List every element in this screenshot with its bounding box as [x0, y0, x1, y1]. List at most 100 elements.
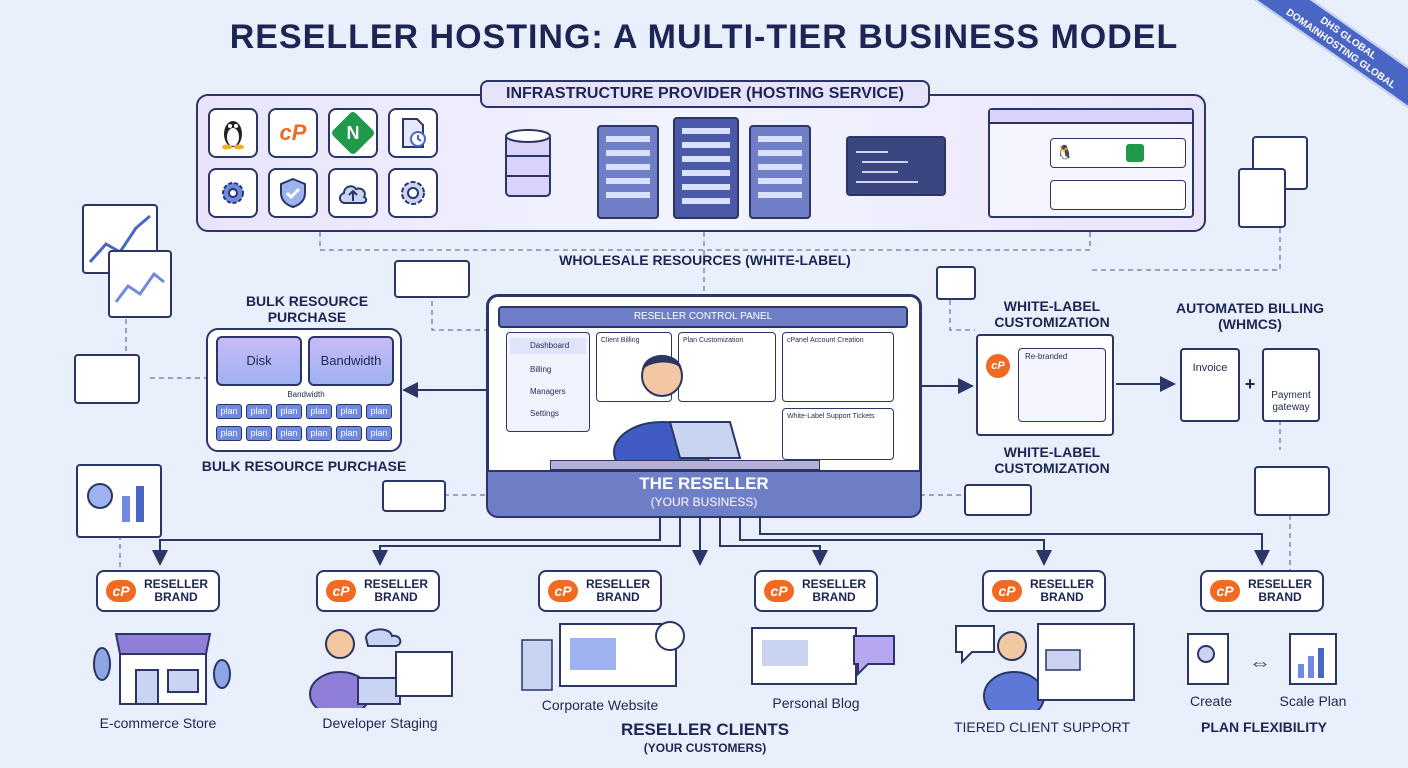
reseller-subtitle: (YOUR BUSINESS) [650, 495, 758, 509]
scale-plan-icon [1289, 633, 1337, 685]
cpanel-logo: cP [326, 580, 356, 602]
linux-small-icon: 🐧 [1056, 144, 1074, 160]
server-rack-icon [597, 117, 811, 219]
customer-corporate: Corporate Website [541, 697, 659, 713]
reseller-brand-card: cP RESELLER BRAND [982, 570, 1106, 612]
cloud-upload-icon [328, 168, 378, 218]
cpanel-logo: cP [992, 580, 1022, 602]
settings-card [1050, 180, 1186, 210]
reseller-avatar [613, 355, 742, 464]
report-window-icon [76, 464, 162, 538]
bulk-footer: BULK RESOURCE PURCHASE [201, 458, 407, 474]
shield-check-icon [268, 168, 318, 218]
customer-developer: Developer Staging [322, 715, 438, 731]
cpanel-logo: cP [106, 580, 136, 602]
nginx-small-icon [1126, 144, 1144, 162]
reseller-brand-card: cP RESELLER BRAND [316, 570, 440, 612]
nginx-icon: N [328, 108, 378, 158]
create-label: Create [1189, 693, 1233, 709]
reseller-brand-card: cP RESELLER BRAND [538, 570, 662, 612]
monitor-icon [74, 354, 140, 404]
card-cpanel-account-creation[interactable]: cPanel Account Creation [782, 332, 894, 402]
disk-block: Disk [216, 336, 302, 386]
desk [550, 460, 820, 470]
storefront-icon [93, 633, 231, 705]
cpanel-icon: cP [268, 108, 318, 158]
cpanel-icon-text: cP [279, 120, 307, 145]
reseller-brand-card: cP RESELLER BRAND [96, 570, 220, 612]
plan-chip: plan [306, 426, 332, 441]
line-chart-widget [382, 480, 446, 512]
brand-text: RESELLER BRAND [1030, 577, 1095, 604]
reseller-banner [488, 470, 920, 516]
nav-dashboard[interactable]: Dashboard [510, 338, 586, 354]
metrics-widget [394, 260, 470, 298]
wholesale-label: WHOLESALE RESOURCES (WHITE-LABEL) [559, 252, 851, 268]
swap-arrows-icon: ⇔ [1249, 650, 1271, 675]
bandwidth-block: Bandwidth [308, 336, 394, 386]
personal-blog-icon [751, 627, 895, 685]
plus-sign: + [1244, 374, 1256, 394]
clients-label: RESELLER CLIENTS [620, 720, 790, 739]
plan-chip: plan [366, 426, 392, 441]
nav-managers[interactable]: Managers [530, 387, 566, 396]
table-widget [1254, 466, 1330, 516]
control-panel-title: RESELLER CONTROL PANEL [498, 306, 908, 328]
plan-chip: plan [216, 426, 242, 441]
whitelabel-window: cP Re-branded [976, 334, 1114, 436]
plan-chip: plan [336, 426, 362, 441]
create-plan-icon [1187, 633, 1229, 685]
trend-widget [964, 484, 1032, 516]
list-widget [936, 266, 976, 300]
nav-settings[interactable]: Settings [530, 409, 559, 418]
customer-blog: Personal Blog [772, 695, 860, 711]
gear-icon [208, 168, 258, 218]
settings-icon [388, 168, 438, 218]
cpanel-logo: cP [548, 580, 578, 602]
page-title: RESELLER HOSTING: A MULTI-TIER BUSINESS … [229, 18, 1179, 56]
reseller-brand-card: cP RESELLER BRAND [754, 570, 878, 612]
server-dashboard-window: 🐧 [988, 108, 1194, 218]
plan-chip: plan [306, 404, 332, 419]
linux-icon [208, 108, 258, 158]
brand-text: RESELLER BRAND [144, 577, 209, 604]
reseller-brand-card: cP RESELLER BRAND [1200, 570, 1324, 612]
cpanel-logo: cP [764, 580, 794, 602]
infrastructure-label: INFRASTRUCTURE PROVIDER (HOSTING SERVICE… [480, 80, 930, 108]
compass-doc-icon [1238, 168, 1286, 228]
developer-icon [309, 628, 453, 708]
plan-chip: plan [276, 426, 302, 441]
plan-chip: plan [276, 404, 302, 419]
brand-text: RESELLER BRAND [1248, 577, 1313, 604]
plan-chip: plan [246, 426, 272, 441]
card-support-tickets[interactable]: White-Label Support Tickets [782, 408, 894, 460]
nginx-icon-text: N [346, 122, 360, 143]
nav-billing[interactable]: Billing [530, 365, 552, 374]
plan-chip: plan [246, 404, 272, 419]
analytics-window-icon [108, 250, 172, 318]
customer-plan-flexibility: PLAN FLEXIBILITY [1201, 719, 1327, 735]
customer-ecommerce: E-commerce Store [99, 715, 217, 731]
cpanel-logo: cP [1210, 580, 1240, 602]
cpanel-logo: cP [986, 354, 1010, 378]
plan-chip: plan [366, 404, 392, 419]
payment-gateway-icon: Payment gateway [1262, 348, 1320, 422]
whitelabel-footer: WHITE-LABEL CUSTOMIZATION [994, 444, 1110, 476]
invoice-icon: Invoice [1180, 348, 1240, 422]
whitelabel-heading: WHITE-LABEL CUSTOMIZATION [994, 298, 1110, 330]
bandwidth-small-label: Bandwidth [287, 390, 325, 399]
corporate-website-icon [521, 621, 685, 691]
customer-tiered-support: TIERED CLIENT SUPPORT [953, 719, 1131, 735]
brand-text: RESELLER BRAND [802, 577, 867, 604]
brand-text: RESELLER BRAND [586, 577, 651, 604]
rebranded-card: Re-branded [1018, 348, 1106, 422]
code-window-icon [846, 136, 946, 196]
clients-sublabel: (YOUR CUSTOMERS) [643, 741, 767, 755]
backup-file-icon [388, 108, 438, 158]
database-icon [505, 129, 551, 197]
plan-chip: plan [336, 404, 362, 419]
billing-heading: AUTOMATED BILLING (WHMCS) [1175, 300, 1325, 332]
scale-plan-label: Scale Plan [1279, 693, 1347, 709]
linux-nginx-card [1050, 138, 1186, 168]
brand-text: RESELLER BRAND [364, 577, 429, 604]
